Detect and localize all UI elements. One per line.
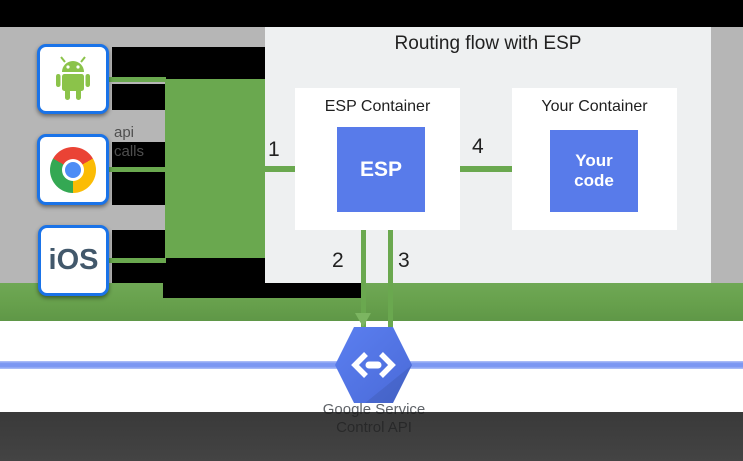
ios-client-box: iOS (38, 225, 109, 296)
your-code-line1: Your (575, 151, 613, 170)
android-icon (56, 56, 90, 100)
your-container-title: Your Container (541, 98, 648, 115)
your-code-box: Your code (550, 130, 638, 212)
transparent-patch (112, 230, 165, 258)
transparent-patch (163, 258, 265, 283)
transparent-patch (112, 142, 165, 167)
right-backdrop (711, 27, 743, 283)
android-connector-line (108, 77, 166, 82)
transparent-patch (112, 172, 165, 205)
ios-label: iOS (48, 244, 99, 276)
diagram-title: Routing flow with ESP (394, 33, 582, 54)
api-calls-funnel (165, 79, 265, 258)
transparent-patch (163, 283, 362, 298)
bottom-transparent-band (0, 412, 743, 461)
transparent-patch (112, 263, 165, 283)
esp-container-title: ESP Container (324, 98, 431, 115)
step-3-label: 3 (398, 249, 410, 272)
green-network-band (0, 283, 743, 321)
flow-line-3 (388, 228, 393, 327)
step-4-label: 4 (472, 135, 484, 158)
transparent-patch (112, 47, 265, 79)
step-2-label: 2 (332, 249, 344, 272)
flow-line-2-arrowhead (355, 313, 371, 327)
google-cloud-hexagon-icon (335, 327, 412, 403)
chrome-connector-line (108, 167, 166, 172)
chrome-icon (50, 146, 96, 193)
top-transparent-strip (0, 0, 743, 27)
ios-connector-line (108, 258, 166, 263)
flow-arrow-1 (265, 166, 319, 172)
flow-arrow-4 (425, 166, 531, 172)
your-code-line2: code (574, 171, 614, 190)
transparent-patch (112, 84, 165, 110)
flow-line-2 (361, 212, 366, 327)
esp-box: ESP (337, 127, 425, 212)
api-calls-label-line2: calls (114, 143, 145, 160)
android-client-box (37, 44, 109, 114)
api-calls-label-line1: api (114, 124, 135, 141)
step-1-label: 1 (268, 138, 280, 161)
chrome-client-box (37, 134, 109, 205)
